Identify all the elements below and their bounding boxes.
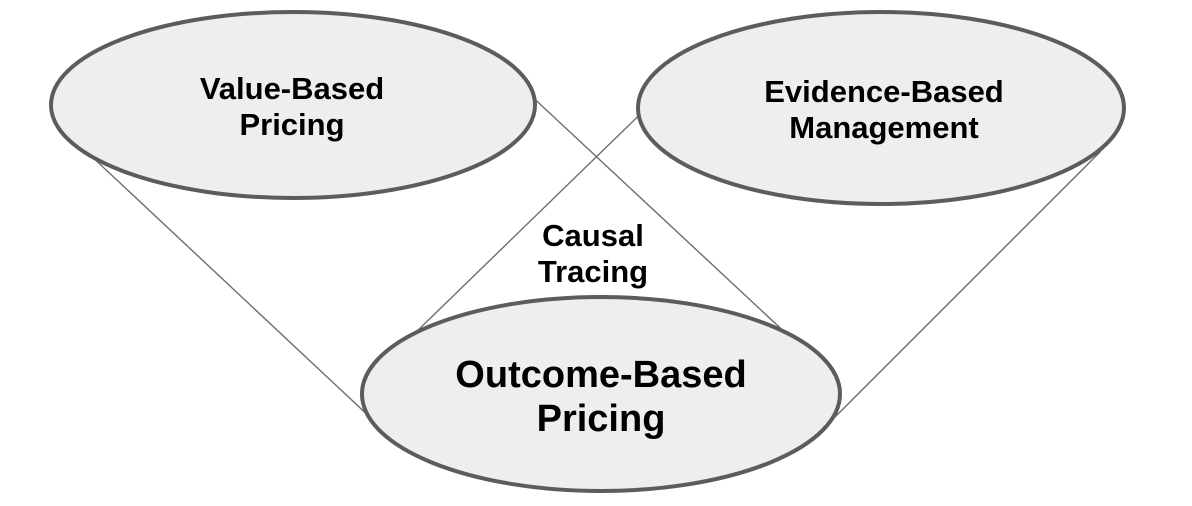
node-label-evidence-based-management: Evidence-Based Management (764, 74, 1004, 145)
connector-evidence-to-outcome-inner-line (411, 93, 662, 337)
connector-value-to-outcome-inner-line (511, 77, 807, 353)
connector-evidence-to-outcome-outer-line (827, 150, 1102, 425)
node-ellipse-outcome-based-pricing (360, 295, 842, 493)
node-ellipse-value-based-pricing (49, 10, 537, 200)
node-ellipse-evidence-based-management (636, 10, 1126, 206)
connector-label-causal-tracing: Causal Tracing (537, 218, 649, 289)
node-label-outcome-based-pricing: Outcome-Based Pricing (455, 354, 747, 440)
node-label-value-based-pricing: Value-Based Pricing (199, 71, 385, 142)
connector-value-to-outcome-outer-line (71, 137, 405, 450)
